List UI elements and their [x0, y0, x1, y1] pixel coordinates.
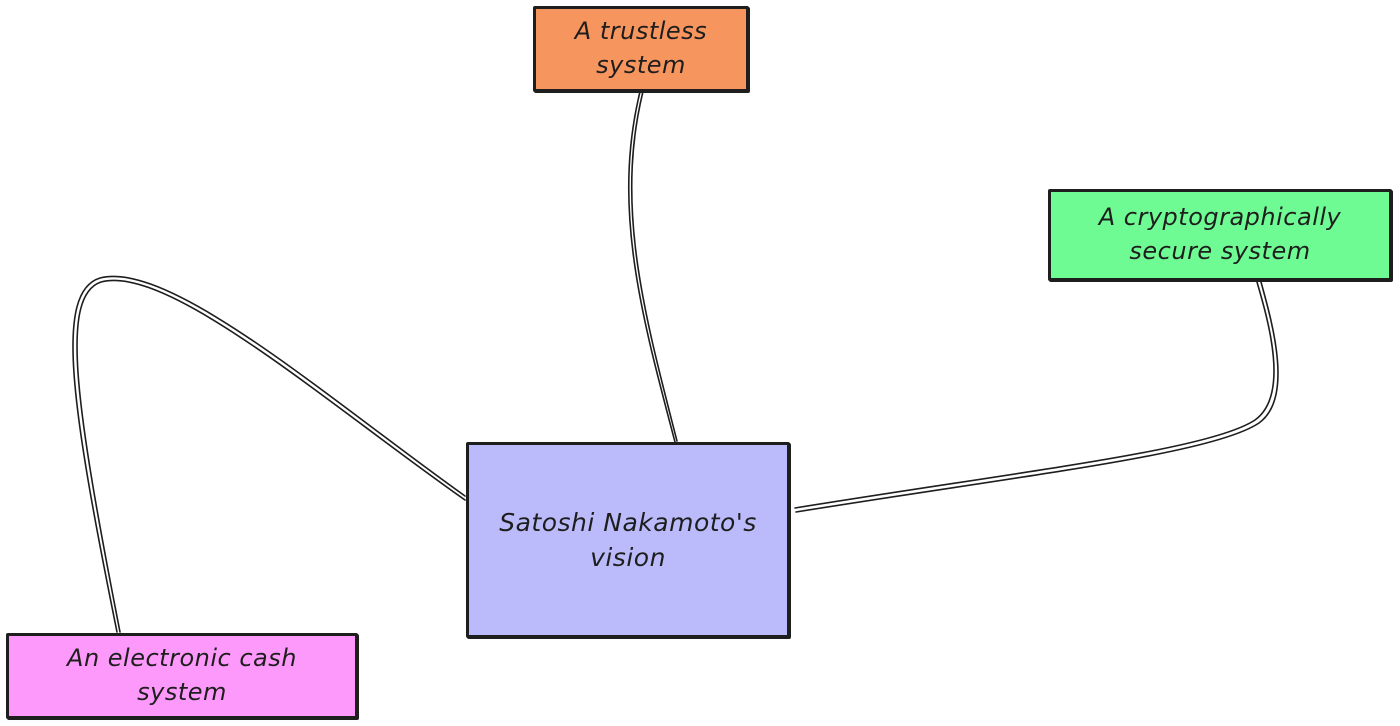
node-electronic-cash-system-label: An electronic cash system — [67, 644, 297, 706]
node-electronic-cash-system[interactable]: An electronic cash system — [6, 633, 358, 719]
edge-center-to-trustless — [627, 79, 678, 443]
edge-center-to-cash — [72, 275, 466, 633]
node-cryptographically-secure-system-label: A cryptographically secure system — [1098, 203, 1342, 265]
node-trustless-system[interactable]: A trustless system — [533, 6, 749, 92]
node-satoshi-vision-label: Satoshi Nakamoto's vision — [499, 508, 757, 572]
node-cryptographically-secure-system[interactable]: A cryptographically secure system — [1048, 189, 1392, 281]
edge-center-to-crypto — [794, 281, 1279, 513]
node-trustless-system-label: A trustless system — [574, 17, 708, 79]
node-satoshi-vision[interactable]: Satoshi Nakamoto's vision — [466, 442, 790, 638]
